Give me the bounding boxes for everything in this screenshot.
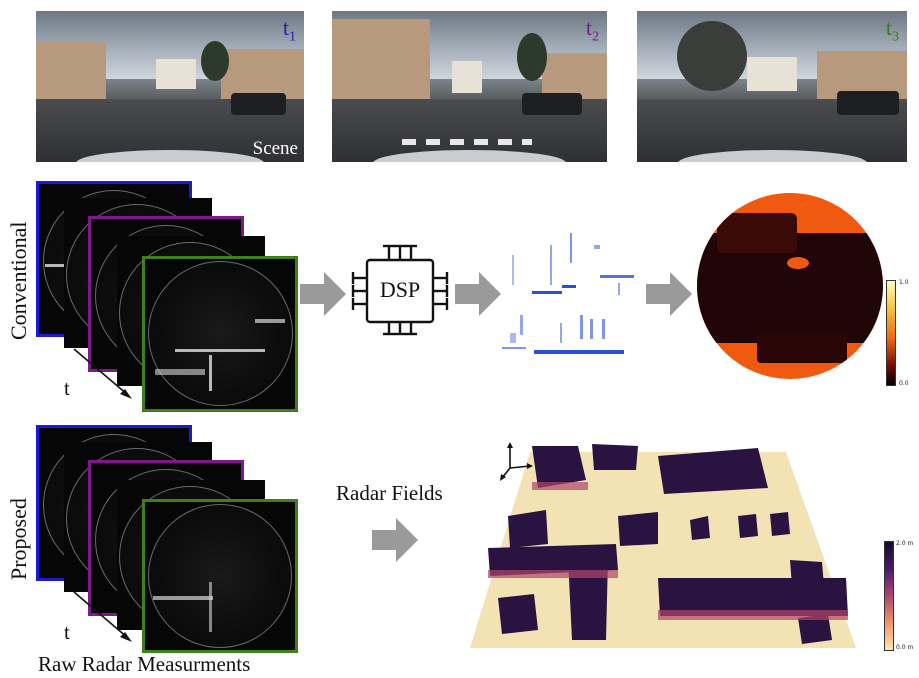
- radar-frame-t3: [142, 256, 298, 412]
- right-arrow-icon: [300, 272, 346, 316]
- occupancy-grid-map: [697, 193, 883, 379]
- scene-image-t3: t3: [637, 11, 907, 162]
- row-label-proposed: Proposed: [6, 498, 31, 580]
- occupancy-colorbar-max: 1.0: [899, 279, 909, 286]
- raw-radar-measurements-caption: Raw Radar Measurments: [38, 652, 251, 676]
- xyz-axes-icon: [500, 442, 533, 481]
- right-arrow-icon: [372, 518, 418, 562]
- scene-image-t2: t2: [332, 11, 607, 162]
- radar-fields-label: Radar Fields: [336, 481, 443, 505]
- scene-caption: Scene: [252, 138, 298, 159]
- radar-point-cloud: [502, 233, 634, 354]
- radar-field-3d-map: [470, 444, 856, 648]
- time-axis-arrow-icon: [73, 591, 132, 642]
- time-axis-label-conventional: t: [64, 376, 70, 400]
- radar-frame-t3: [142, 499, 298, 653]
- height-colorbar-max: 2.0 m: [896, 540, 914, 547]
- dsp-label: DSP: [379, 277, 421, 302]
- occupancy-colorbar: [886, 280, 896, 386]
- occupancy-colorbar-min: 0.0: [899, 380, 909, 387]
- right-arrow-icon: [646, 272, 692, 316]
- time-axis-label-proposed: t: [64, 620, 70, 644]
- time-label-t1: t1: [282, 15, 296, 45]
- scene-image-t1: t1 Scene: [36, 11, 304, 162]
- time-label-t3: t3: [885, 15, 899, 45]
- height-colorbar: [884, 541, 894, 651]
- dsp-chip-icon: DSP: [345, 240, 457, 340]
- time-label-t2: t2: [585, 15, 599, 45]
- height-colorbar-min: 0.0 m: [896, 644, 914, 651]
- row-label-conventional: Conventional: [6, 221, 31, 340]
- time-axis-arrow-icon: [73, 348, 132, 399]
- right-arrow-icon: [455, 272, 501, 316]
